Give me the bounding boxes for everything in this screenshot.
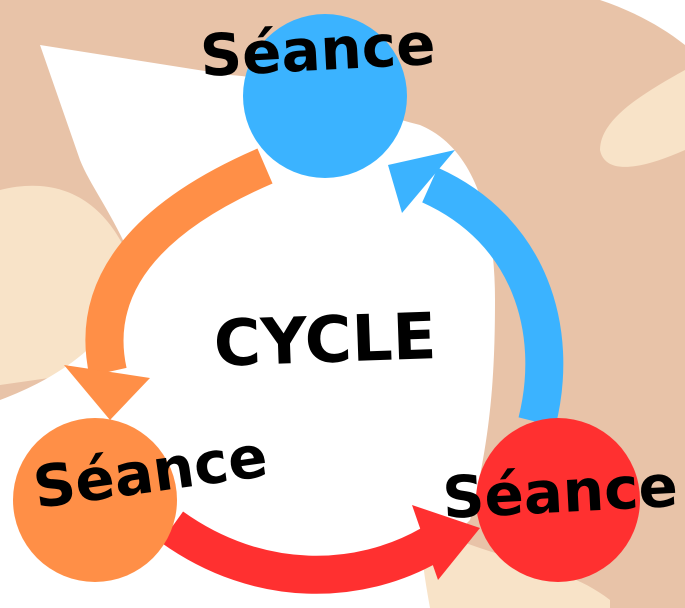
arrow-left-to-right-head [412,505,480,580]
center-label: CYCLE [213,300,438,382]
node-left [13,418,177,582]
background-cream-right [600,70,685,167]
node-right [476,418,640,582]
arrow-right-to-top-head [388,150,455,213]
arrow-right-to-top [421,167,564,427]
node-top [243,14,407,178]
node-right-label: Séance [441,452,680,532]
arrow-top-to-left [85,148,273,377]
node-top-label: Séance [198,10,437,90]
arrow-left-to-right [160,511,440,594]
nodes [13,14,640,582]
background-white-corner [600,0,685,45]
arrows [64,148,564,594]
arrow-top-to-left-head [64,365,150,420]
